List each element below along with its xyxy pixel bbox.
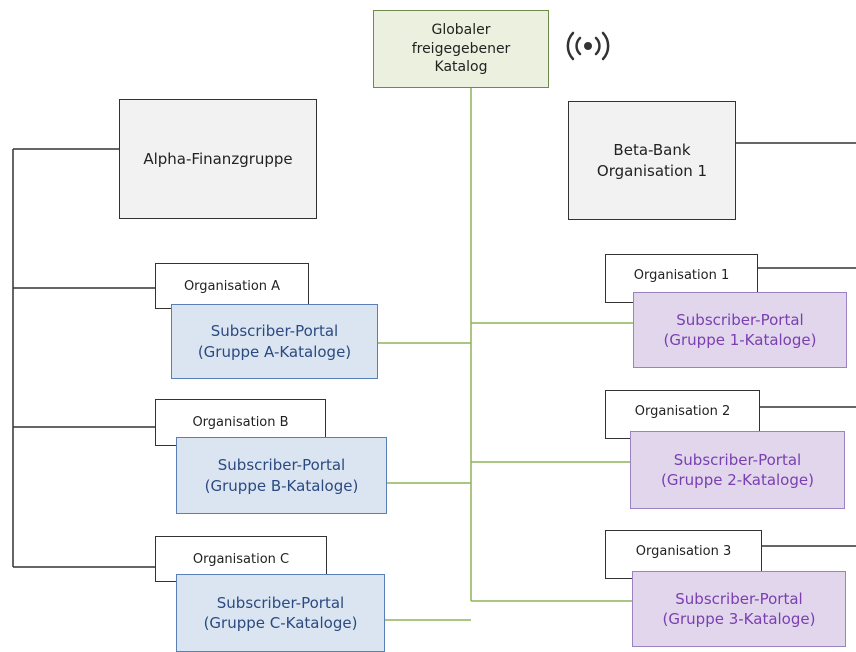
alpha-portal-b-line2: (Gruppe B-Kataloge)	[204, 476, 359, 495]
beta-org-2-label: Organisation 2	[634, 404, 731, 419]
alpha-portal-c-line1: Subscriber-Portal	[216, 593, 345, 612]
beta-portal-1-line2: (Gruppe 1-Kataloge)	[663, 331, 817, 349]
beta-org-3-box: Organisation 3	[605, 530, 762, 579]
alpha-group-label: Alpha-Finanzgruppe	[143, 149, 293, 168]
alpha-group-box: Alpha-Finanzgruppe	[119, 99, 317, 219]
beta-group-label-line2: Organisation 1	[596, 161, 708, 180]
global-catalog-label-line3: Katalog	[434, 59, 488, 76]
beta-portal-1-box: Subscriber-Portal (Gruppe 1-Kataloge)	[633, 292, 847, 368]
beta-org-1-label: Organisation 1	[633, 268, 730, 283]
alpha-org-b-label: Organisation B	[192, 415, 289, 430]
beta-portal-3-box: Subscriber-Portal (Gruppe 3-Kataloge)	[632, 571, 846, 647]
alpha-portal-a-box: Subscriber-Portal (Gruppe A-Kataloge)	[171, 304, 378, 379]
alpha-org-c-label: Organisation C	[192, 552, 290, 567]
global-catalog-label-line2: freigegebener	[411, 40, 511, 57]
alpha-portal-b-box: Subscriber-Portal (Gruppe B-Kataloge)	[176, 437, 387, 514]
beta-portal-3-line1: Subscriber-Portal	[675, 589, 803, 608]
beta-org-3-label: Organisation 3	[635, 544, 732, 559]
alpha-org-a-label: Organisation A	[183, 279, 281, 294]
alpha-portal-b-line1: Subscriber-Portal	[217, 456, 346, 475]
broadcast-icon	[566, 31, 610, 61]
beta-portal-1-line1: Subscriber-Portal	[676, 310, 804, 329]
global-catalog-box: Globaler freigegebener Katalog	[373, 10, 549, 88]
alpha-portal-c-box: Subscriber-Portal (Gruppe C-Kataloge)	[176, 574, 385, 652]
beta-portal-3-line2: (Gruppe 3-Kataloge)	[662, 610, 816, 628]
beta-portal-2-line1: Subscriber-Portal	[673, 450, 802, 469]
beta-group-label-line1: Beta-Bank	[613, 141, 691, 160]
alpha-portal-c-line2: (Gruppe C-Kataloge)	[203, 614, 358, 632]
alpha-portal-a-line2: (Gruppe A-Kataloge)	[197, 342, 352, 361]
beta-portal-2-box: Subscriber-Portal (Gruppe 2-Kataloge)	[630, 431, 845, 509]
beta-portal-2-line2: (Gruppe 2-Kataloge)	[661, 471, 814, 489]
global-catalog-label-line1: Globaler	[431, 21, 491, 38]
alpha-org-a-box: Organisation A	[155, 263, 309, 309]
alpha-portal-a-line1: Subscriber-Portal	[210, 322, 339, 341]
beta-group-box: Beta-Bank Organisation 1	[568, 101, 736, 220]
